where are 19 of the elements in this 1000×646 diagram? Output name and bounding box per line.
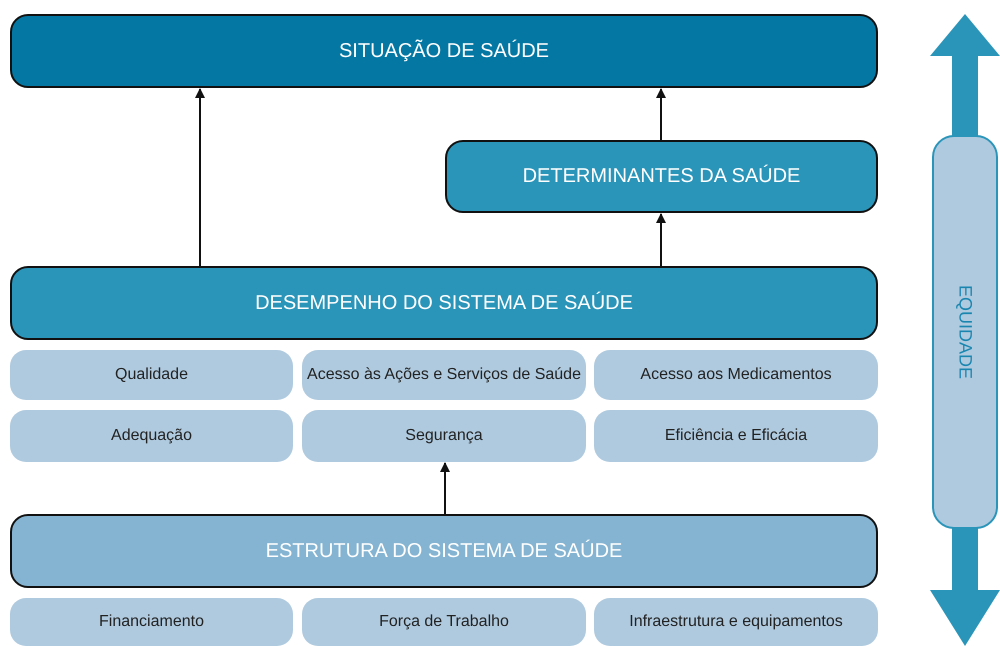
category-box: Eficiência e Eficácia	[594, 410, 878, 462]
arrow	[656, 213, 666, 266]
arrow	[656, 88, 666, 140]
equity-band	[932, 135, 998, 529]
category-box: Infraestrutura e equipamentos	[594, 598, 878, 646]
category-box: Acesso às Ações e Serviços de Saúde	[302, 350, 586, 400]
arrow	[195, 88, 205, 266]
category-box: Qualidade	[10, 350, 293, 400]
category-box: Segurança	[302, 410, 586, 462]
process-box: DETERMINANTES DA SAÚDE	[445, 140, 878, 213]
category-box: Financiamento	[10, 598, 293, 646]
process-box: DESEMPENHO DO SISTEMA DE SAÚDE	[10, 266, 878, 340]
arrow	[440, 462, 450, 514]
process-box: ESTRUTURA DO SISTEMA DE SAÚDE	[10, 514, 878, 588]
heading-box: SITUAÇÃO DE SAÚDE	[10, 14, 878, 88]
category-box: Força de Trabalho	[302, 598, 586, 646]
category-box: Adequação	[10, 410, 293, 462]
band-label: EQUIDADE	[954, 284, 976, 380]
category-box: Acesso aos Medicamentos	[594, 350, 878, 400]
